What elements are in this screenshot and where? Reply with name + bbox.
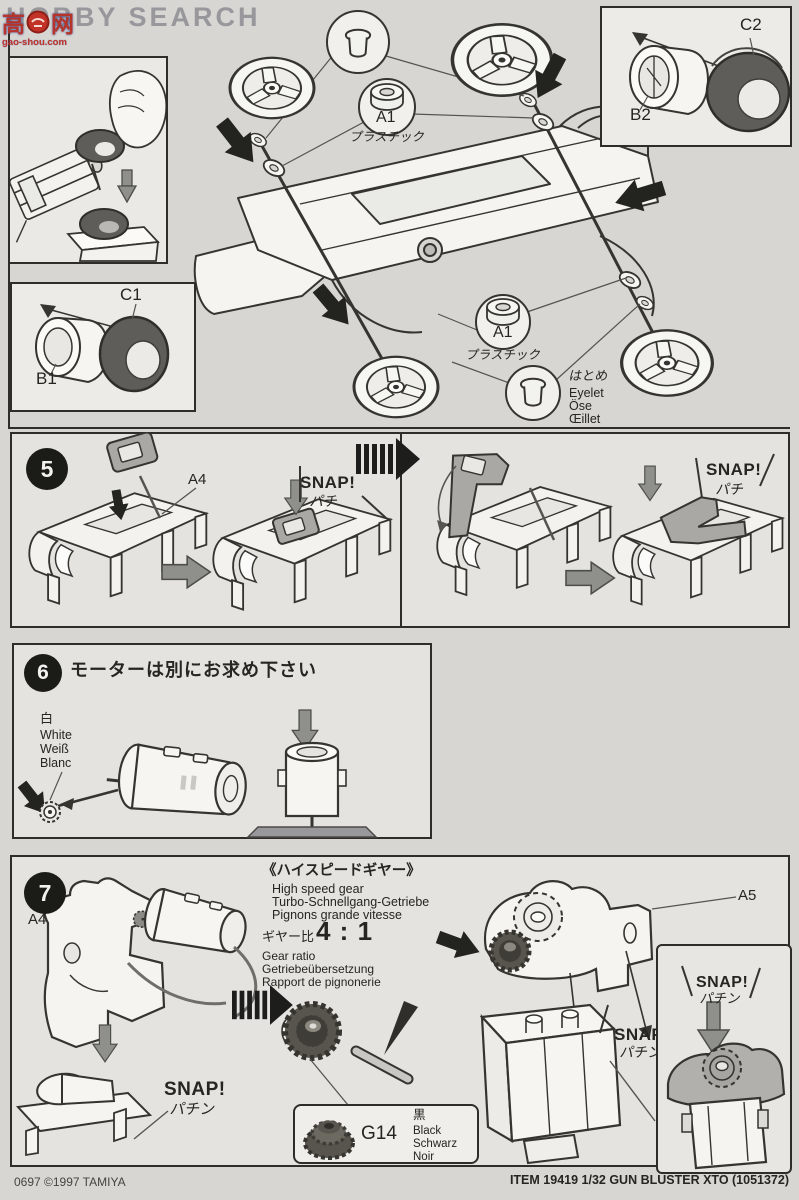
step7-illustration bbox=[15, 877, 737, 1165]
eyelet-label-fr: Œillet bbox=[569, 412, 601, 426]
press-tire-illustration bbox=[0, 70, 168, 262]
part-label-a1-lower: A1 bbox=[493, 324, 513, 341]
step6-title: モーターは別にお求め下さい bbox=[70, 660, 317, 680]
gear-heading-de: Turbo-Schnellgang-Getriebe bbox=[272, 895, 430, 909]
part-label-a4-step7: A4 bbox=[28, 911, 47, 928]
step5-illustration bbox=[28, 432, 784, 611]
part-label-a4-step5: A4 bbox=[188, 471, 207, 488]
part-label-a5: A5 bbox=[738, 887, 757, 904]
gaoshou-logo-stamp: 高 网 gao-shou.com bbox=[2, 5, 102, 48]
b1-c1-illustration bbox=[35, 303, 170, 393]
part-label-b2: B2 bbox=[630, 105, 651, 124]
snap-jp-detail: パチン bbox=[698, 991, 742, 1006]
step6-illustration bbox=[12, 709, 378, 838]
gear-heading-jp: 《ハイスピードギヤー》 bbox=[262, 863, 421, 879]
pinion-color-fr: Blanc bbox=[40, 756, 72, 770]
b2-c2-illustration bbox=[629, 32, 791, 133]
gear-ratio-label-de: Getriebeübersetzung bbox=[262, 962, 375, 976]
eyelet-label-de: Öse bbox=[569, 399, 592, 413]
step5-number-badge: 5 bbox=[26, 448, 68, 490]
part-label-b1: B1 bbox=[36, 369, 57, 388]
stamp-char-right: 网 bbox=[51, 11, 74, 37]
gear-ratio-value: 4 : 1 bbox=[316, 916, 374, 946]
inset-b2-c2 bbox=[600, 6, 792, 147]
gear-ratio-label-fr: Rapport de pignonerie bbox=[262, 975, 381, 989]
g14-color-jp: 黒 bbox=[413, 1108, 426, 1122]
g14-part-box: G14 黒 Black Schwarz Noir bbox=[293, 1104, 479, 1164]
pinion-color-en: White bbox=[40, 728, 72, 742]
gear-ratio-label-en: Gear ratio bbox=[262, 949, 316, 963]
snap-label-step5-right: SNAP! bbox=[706, 460, 762, 479]
snap-jp-step5-right: パチ bbox=[714, 481, 746, 497]
snap-label-center: SNAP! bbox=[614, 1025, 670, 1044]
g14-color-en: Black bbox=[413, 1125, 442, 1137]
footer-copyright: 0697 ©1997 TAMIYA bbox=[14, 1175, 126, 1189]
part-label-a1-upper: A1 bbox=[376, 109, 396, 126]
g14-gear-icon bbox=[303, 1120, 355, 1160]
part-label-c1: C1 bbox=[120, 285, 142, 304]
gear-heading-fr: Pignons grande vitesse bbox=[272, 908, 402, 922]
snap-label-bottom-left: SNAP! bbox=[164, 1079, 226, 1100]
stamp-url: gao-shou.com bbox=[2, 37, 67, 48]
snap-label-detail: SNAP! bbox=[696, 974, 749, 991]
step7-detail-panel: SNAP! パチン bbox=[656, 944, 792, 1174]
material-note-lower: プラスチック bbox=[464, 348, 543, 362]
gear-cover-snap-illustration bbox=[666, 965, 786, 1170]
step7-number-badge: 7 bbox=[24, 872, 66, 914]
snap-label-step5-left: SNAP! bbox=[300, 473, 356, 492]
g14-color-fr: Noir bbox=[413, 1151, 435, 1163]
gear-ratio-label-jp: ギヤー比 bbox=[262, 929, 315, 944]
material-note-upper: プラスチック bbox=[348, 130, 427, 144]
pinion-color-jp: 白 bbox=[40, 711, 54, 726]
inset-b1-c1 bbox=[10, 282, 196, 412]
pinion-color-de: Weiß bbox=[40, 742, 69, 756]
gear-heading-en: High speed gear bbox=[272, 882, 364, 896]
footer-item-number: ITEM 19419 1/32 GUN BLUSTER XTO (1051372… bbox=[509, 1173, 789, 1187]
eyelet-label-en: Eyelet bbox=[569, 386, 604, 400]
chassis-assembly-illustration bbox=[193, 10, 724, 426]
inset-press-tire bbox=[0, 56, 168, 264]
step6-number-badge: 6 bbox=[24, 654, 62, 692]
snap-jp-bottom-left: パチン bbox=[168, 1101, 217, 1118]
part-label-c2: C2 bbox=[740, 15, 762, 34]
eyelet-label-jp: はとめ bbox=[567, 368, 610, 383]
g14-color-de: Schwarz bbox=[413, 1138, 458, 1150]
stamp-emblem-icon bbox=[26, 10, 50, 34]
part-label-g14: G14 bbox=[361, 1123, 397, 1144]
snap-jp-step5-left: パチ bbox=[308, 493, 340, 509]
stamp-char-left: 高 bbox=[2, 11, 25, 37]
